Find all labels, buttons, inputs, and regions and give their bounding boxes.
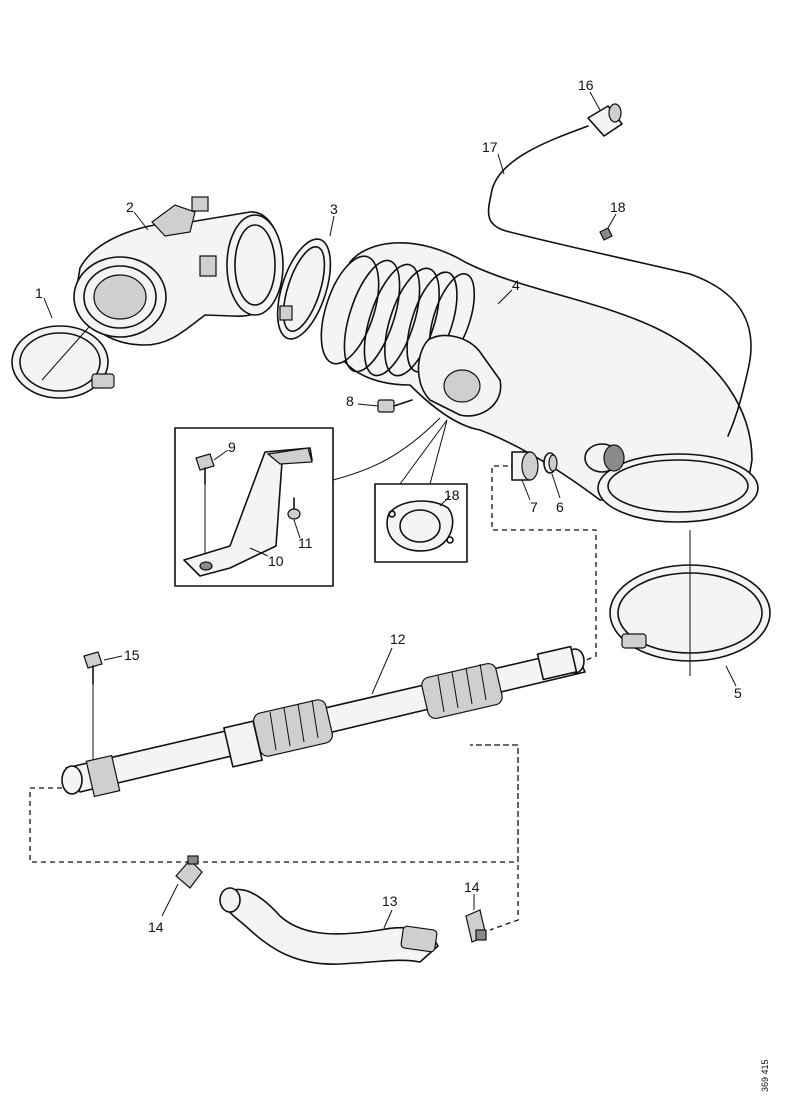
callout-15: 15 [124, 647, 140, 663]
callout-1: 1 [35, 285, 43, 301]
part-17-sensor-cable [487, 125, 752, 437]
callout-18-gasket: 18 [444, 487, 460, 503]
part-19-gasket [386, 500, 454, 552]
pipe-bellows-right [421, 662, 503, 720]
callout-2: 2 [126, 199, 134, 215]
part-10-bracket [183, 447, 313, 577]
callout-3: 3 [330, 201, 338, 217]
callout-11: 11 [298, 535, 313, 551]
part-9-bolt [195, 453, 215, 558]
part-8-bolt [377, 399, 413, 413]
callout-6: 6 [556, 499, 564, 515]
part-16-sensor [587, 103, 623, 137]
part-7-sleeve [511, 451, 539, 481]
callout-10: 10 [268, 553, 284, 569]
callout-7: 7 [530, 499, 538, 515]
part-2-elbow-connector [73, 196, 284, 346]
part-18-cable-clip [599, 227, 613, 241]
part-12-pipe [61, 645, 586, 798]
callout-13: 13 [382, 893, 398, 909]
callout-14-right: 14 [464, 879, 480, 895]
part-14-clip-left [175, 855, 203, 889]
bracket-detail-box [174, 417, 441, 587]
callout-4: 4 [512, 277, 520, 293]
callout-9: 9 [228, 439, 236, 455]
pipe-bellows-left [252, 699, 334, 757]
callout-18-clip: 18 [610, 199, 626, 215]
part-13-hose [219, 887, 439, 965]
callout-14-left: 14 [148, 919, 164, 935]
part-1-hose-clamp [11, 291, 121, 399]
callout-labels: 1 2 3 4 5 6 7 8 9 10 11 12 13 14 14 15 1… [35, 77, 742, 935]
part-14-clip-right [465, 909, 487, 943]
callout-12: 12 [390, 631, 406, 647]
figure-code: 369 415 [760, 1059, 770, 1092]
callout-17: 17 [482, 139, 498, 155]
leader-lines [43, 91, 737, 929]
callout-16: 16 [578, 77, 594, 93]
part-4-bellows-intake-duct [320, 242, 759, 523]
part-5-large-hose-clamp [609, 530, 771, 676]
part-15-screw [83, 651, 103, 760]
part-11-screw [287, 497, 301, 520]
gasket-detail-box [374, 419, 468, 563]
bellows-ribs [343, 259, 476, 377]
dashed-connection-upper [491, 465, 597, 661]
part-3-sealing-ring [276, 238, 332, 340]
callout-8: 8 [346, 393, 354, 409]
callout-5: 5 [734, 685, 742, 701]
dashed-connection-lower [29, 744, 519, 931]
part-6-o-ring [543, 452, 558, 474]
